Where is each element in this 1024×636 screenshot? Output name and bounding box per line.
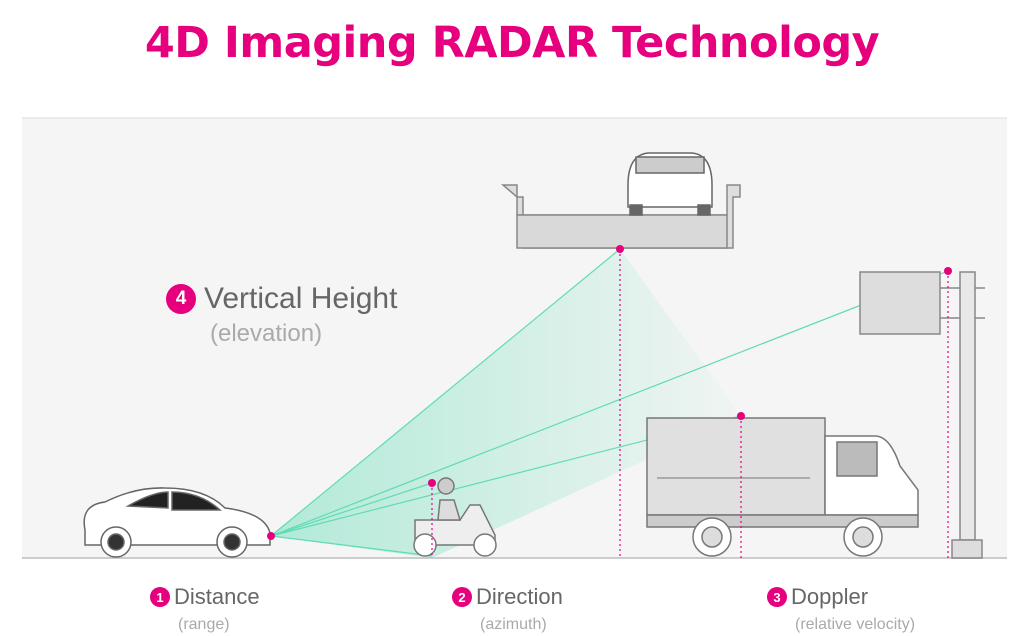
feature-sub: (elevation) (210, 320, 323, 347)
target-points (267, 245, 952, 540)
scooter-rider-icon (413, 477, 497, 557)
radar-beam-area (271, 249, 741, 558)
radar-sensor-point (267, 532, 275, 540)
number-badge: 4 (166, 284, 196, 314)
feature-label: Vertical Height (204, 282, 398, 315)
feature-vertical-height: 4 Vertical Height (elevation) (166, 282, 397, 348)
truck-icon (646, 417, 919, 557)
feature-label: Distance (174, 584, 260, 609)
radar-car-icon (83, 487, 271, 558)
target-point (616, 245, 624, 253)
target-point (944, 267, 952, 275)
feature-sub: (range) (178, 616, 230, 633)
feature-sub: (relative velocity) (795, 616, 916, 633)
number-badge: 1 (150, 587, 170, 607)
feature-sub: (azimuth) (480, 616, 547, 633)
target-point (737, 412, 745, 420)
overpass-bridge (500, 184, 741, 249)
target-point (428, 479, 436, 487)
road-sign-icon (859, 271, 985, 559)
number-badge: 2 (452, 587, 472, 607)
number-badge: 3 (767, 587, 787, 607)
feature-label: Doppler (791, 584, 869, 609)
page-title: 4D Imaging RADAR Technology (144, 18, 880, 68)
feature-label: Direction (476, 584, 563, 609)
height-markers (431, 249, 949, 558)
car-on-bridge-icon (627, 152, 713, 216)
